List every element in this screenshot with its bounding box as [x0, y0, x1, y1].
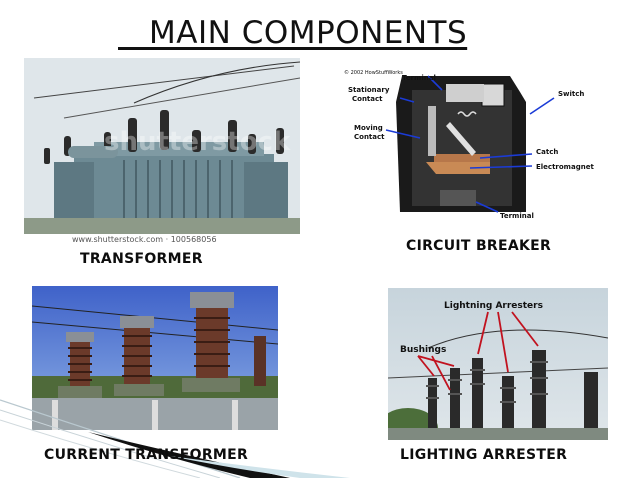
current-transformer-photo	[32, 286, 278, 430]
slide-title: MAIN COMPONENTS	[118, 15, 468, 51]
catch-label: Catch	[536, 148, 558, 156]
copyright-label: © 2002 HowStuffWorks	[344, 69, 403, 76]
transformer-photo: shutterstock www.shutterstock.com · 1005…	[24, 58, 300, 244]
moving-contact-label: Moving	[354, 124, 383, 132]
circuit-breaker-diagram: © 2002 HowStuffWorks Terminal Stationary…	[340, 62, 600, 228]
switch-label: Switch	[558, 90, 584, 98]
terminal-top-label: Terminal	[402, 74, 436, 82]
shutterstock-url: www.shutterstock.com · 100568056	[72, 235, 217, 244]
caption-transformer: TRANSFORMER	[80, 251, 203, 267]
moving-contact-label-2: Contact	[354, 133, 385, 141]
caption-circuit-breaker: CIRCUIT BREAKER	[406, 238, 552, 254]
caption-current-transformer: CURRENT TRANSFORMER	[44, 447, 249, 463]
electromagnet-label: Electromagnet	[536, 163, 594, 171]
bushings-label: Bushings	[400, 345, 446, 355]
terminal-bottom-label: Terminal	[500, 212, 534, 220]
stationary-contact-label-2: Contact	[352, 95, 383, 103]
shutterstock-watermark: shutterstock	[104, 127, 291, 157]
lightning-arrester-photo: Lightning Arresters Bushings	[388, 288, 608, 440]
lightning-arresters-label: Lightning Arresters	[444, 301, 543, 311]
stationary-contact-label: Stationary	[348, 86, 390, 94]
caption-lighting-arrester: LIGHTING ARRESTER	[400, 447, 568, 463]
